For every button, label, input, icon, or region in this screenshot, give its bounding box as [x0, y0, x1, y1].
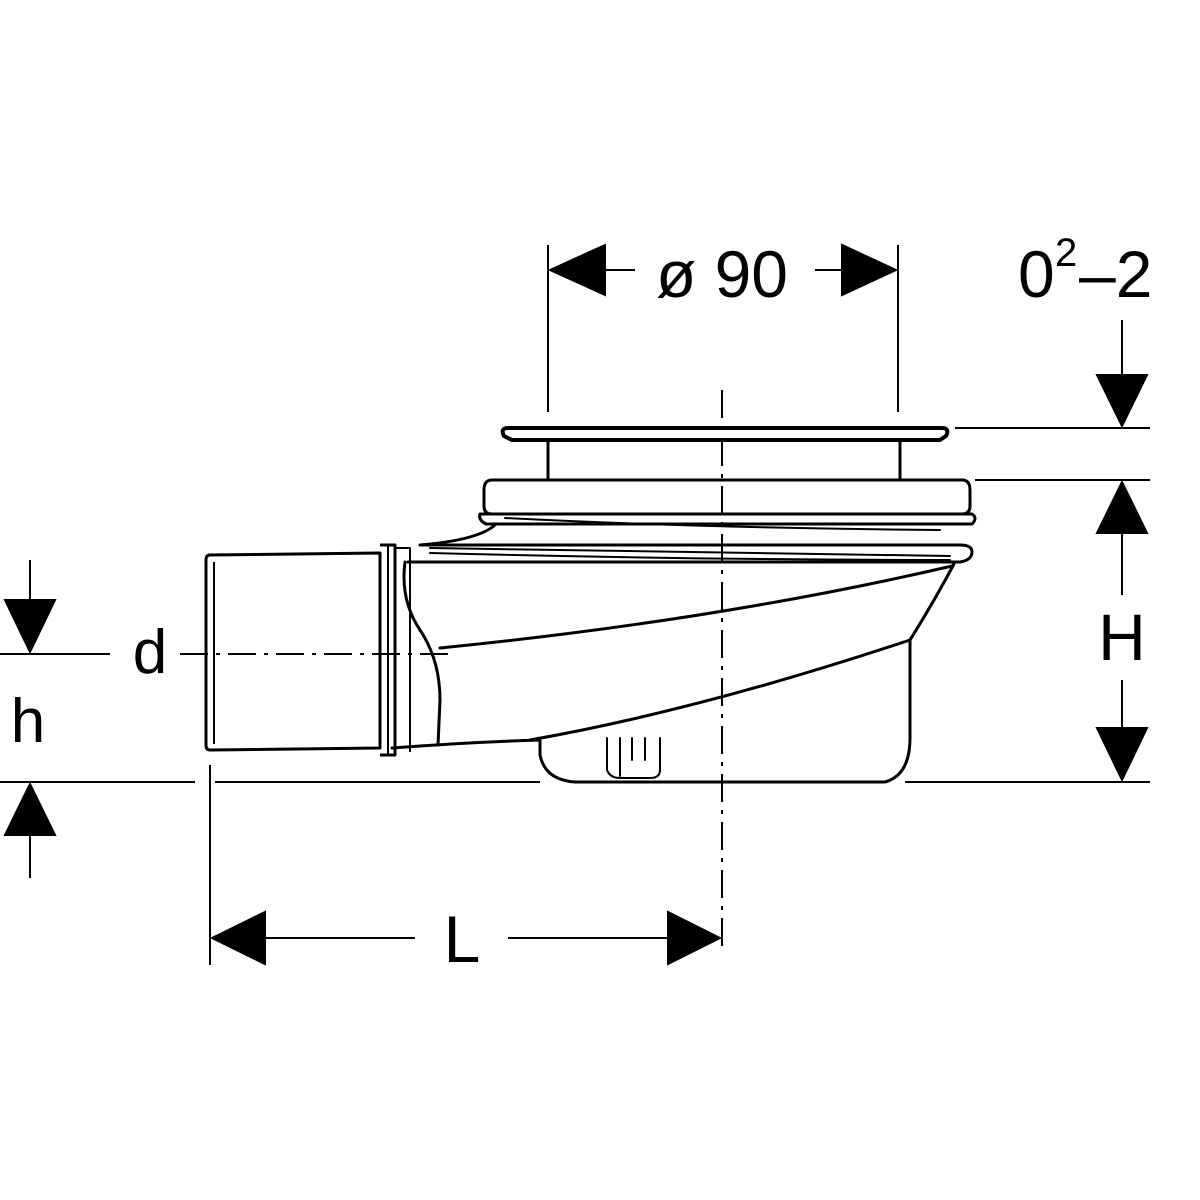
arrow-outlet-down [3, 599, 57, 655]
label-length: L [444, 902, 481, 976]
arrow-diameter-right [841, 243, 899, 297]
axis-lines [180, 390, 723, 950]
arrow-adjustment [1095, 374, 1149, 429]
label-adjustment-sup: 2 [1055, 231, 1077, 275]
body-shoulder [406, 522, 974, 564]
pipe-body [204, 551, 382, 752]
arrow-diameter-left [547, 243, 606, 297]
arrow-outlet-up [3, 781, 57, 836]
outlet-pipe [204, 543, 411, 757]
extension-lines [0, 245, 1150, 965]
label-adjustment-base: 0 [1018, 237, 1055, 311]
bowl-curve [438, 564, 954, 742]
drain-body [390, 426, 977, 784]
arrow-length-left [209, 910, 266, 966]
grate-neck [546, 440, 902, 482]
label-adjustment-tail: –2 [1079, 237, 1152, 311]
sump-detail [606, 737, 661, 779]
dimension-arrows [3, 243, 1149, 966]
label-diameter: ø 90 [656, 237, 788, 311]
arrow-height-down [1095, 727, 1149, 783]
upper-flange [482, 478, 972, 516]
cover-plate [500, 426, 950, 442]
bowl-left-end [402, 560, 442, 747]
arrow-height-up [1095, 479, 1149, 534]
band-lines [429, 517, 951, 561]
label-outlet-height: h [11, 687, 45, 756]
pipe-sleeve-inner [387, 545, 411, 755]
label-height: H [1098, 600, 1146, 674]
lower-flange [478, 512, 977, 526]
label-adjustment: 0 2 –2 [1018, 231, 1152, 311]
label-outlet-diameter: d [133, 618, 167, 687]
bowl-outer [390, 560, 957, 784]
arrow-length-right [667, 910, 723, 966]
